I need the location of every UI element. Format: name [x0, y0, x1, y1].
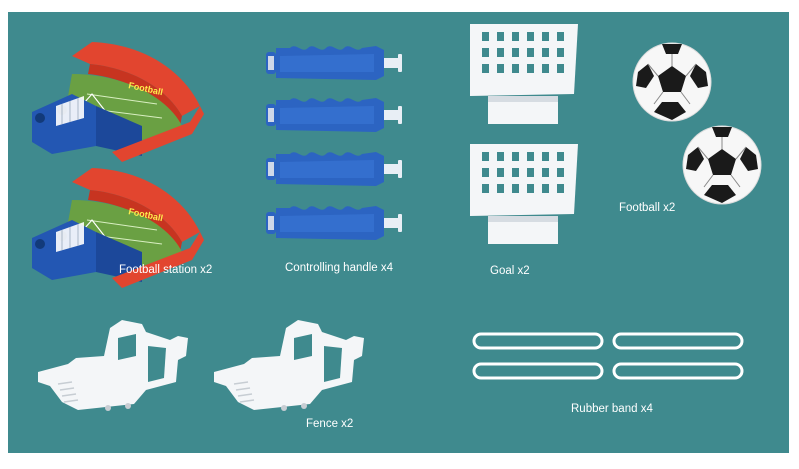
goal-2 [470, 144, 578, 244]
label-rubber-band: Rubber band x4 [571, 403, 653, 415]
handle-1 [266, 46, 402, 80]
rubber-bands [472, 332, 744, 380]
fence-1 [37, 319, 189, 412]
fence-2 [213, 319, 365, 412]
label-fence: Fence x2 [306, 418, 354, 430]
handle-4 [266, 206, 402, 240]
handle-3 [266, 152, 402, 186]
product-panel: Football Football Football station x2 [8, 12, 789, 453]
football-station-2: Football [31, 167, 205, 289]
label-football: Football x2 [619, 202, 676, 214]
rubber-band-3 [472, 362, 604, 380]
label-football-station: Football station x2 [119, 264, 213, 276]
rubber-band-1 [472, 332, 604, 350]
football-1 [632, 42, 712, 122]
label-goal: Goal x2 [490, 265, 530, 277]
rubber-band-4 [612, 362, 744, 380]
rubber-band-2 [612, 332, 744, 350]
handle-2 [266, 98, 402, 132]
label-controlling-handle: Controlling handle x4 [285, 262, 394, 274]
football-2 [682, 125, 762, 205]
football-station-1: Football [31, 41, 205, 163]
goal-1 [470, 24, 578, 124]
